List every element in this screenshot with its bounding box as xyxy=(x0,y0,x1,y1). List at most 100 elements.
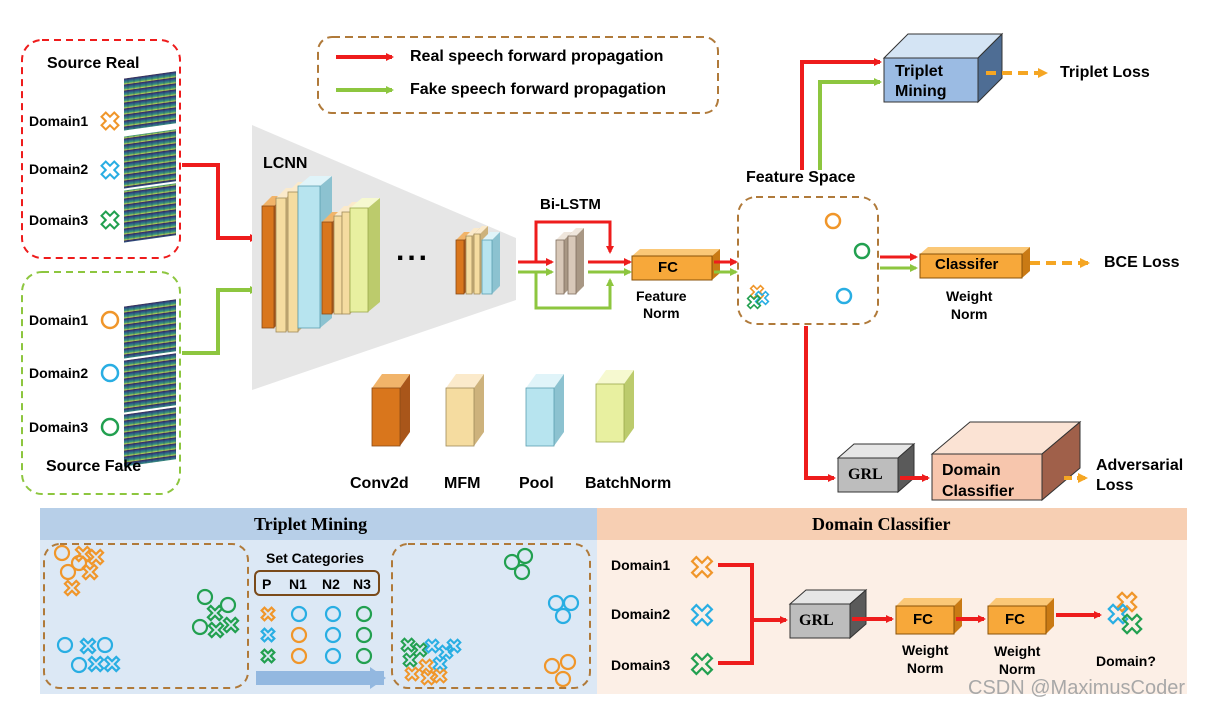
legend-batchnorm-block xyxy=(595,370,634,443)
spectrogram xyxy=(124,353,176,413)
circle-icon-domain2 xyxy=(100,363,120,383)
legend-conv2d-block xyxy=(371,374,410,447)
after-orange-circles xyxy=(543,653,577,688)
legend-fake-label: Fake speech forward propagation xyxy=(410,81,667,98)
legend-batchnorm-label: BatchNorm xyxy=(585,475,672,492)
after-cross-cluster xyxy=(400,637,462,686)
set-categories-grid xyxy=(260,605,373,665)
classifier-block xyxy=(919,247,1030,279)
triplet-loss-label: Triplet Loss xyxy=(1060,64,1150,81)
grl-label-top: GRL xyxy=(848,466,883,483)
dc-domain2-label: Domain2 xyxy=(611,606,671,622)
fake-to-triplet xyxy=(818,78,882,170)
spectrogram xyxy=(124,183,176,243)
lcnn-label: LCNN xyxy=(263,155,308,172)
source-real-domain2: Domain2 xyxy=(29,161,89,177)
feature-space-box xyxy=(737,196,879,325)
real-input-arrow xyxy=(182,163,258,242)
dc-cross-domain2 xyxy=(690,603,714,627)
before-blue-cluster xyxy=(56,636,121,674)
dc-grl-block xyxy=(788,588,868,640)
fake-input-arrow xyxy=(182,286,258,355)
spectrogram xyxy=(124,71,176,131)
source-fake-title: Source Fake xyxy=(46,458,142,475)
legend-mfm-label: MFM xyxy=(444,475,481,492)
fs-cross-cluster xyxy=(746,284,770,310)
dc-domain3-label: Domain3 xyxy=(611,657,671,673)
fs-circle-domain2 xyxy=(835,287,853,305)
adversarial-loss-label: Adversarial Loss xyxy=(1096,457,1184,494)
cross-icon-domain2 xyxy=(100,160,120,180)
fc-label: FC xyxy=(658,259,678,276)
source-fake-box xyxy=(21,271,181,495)
set-col-n1: N1 xyxy=(289,576,307,592)
real-to-triplet xyxy=(800,58,882,170)
legend-conv2d-label: Conv2d xyxy=(350,475,409,492)
dc-output-crosses xyxy=(1107,591,1143,635)
legend-pool-label: Pool xyxy=(519,475,554,492)
feature-space-label: Feature Space xyxy=(746,169,856,186)
dc-weight-norm1-label: Weight Norm xyxy=(902,642,949,676)
cross-icon-domain1 xyxy=(100,111,120,131)
bilstm-block xyxy=(555,228,584,295)
triplet-mining-box-label: Triplet Mining xyxy=(895,63,947,100)
dc-domain1-label: Domain1 xyxy=(611,557,671,573)
fs-circle-domain3 xyxy=(853,242,871,260)
lcnn-block-group-1 xyxy=(261,176,332,333)
dc-fc2-label: FC xyxy=(1005,611,1025,628)
domain-panel-header xyxy=(597,508,1187,540)
dc-fc1-block xyxy=(895,598,962,635)
before-orange-cluster xyxy=(53,544,105,597)
dc-output-label: Domain? xyxy=(1096,653,1156,669)
triplet-after-box xyxy=(391,543,591,689)
source-real-domain3: Domain3 xyxy=(29,212,89,228)
after-green-circles xyxy=(503,547,534,581)
fake-bilstm-bypass xyxy=(518,270,614,310)
real-bilstm-bypass xyxy=(518,220,614,264)
legend-real-label: Real speech forward propagation xyxy=(410,48,664,65)
real-to-grl xyxy=(804,326,836,482)
bilstm-label: Bi-LSTM xyxy=(540,196,601,213)
triplet-mining-cube xyxy=(882,32,1004,104)
triplet-panel-title: Triplet Mining xyxy=(254,514,368,534)
legend-pool-block xyxy=(525,374,564,447)
set-col-p: P xyxy=(262,576,272,592)
domain-panel-title: Domain Classifier xyxy=(812,514,951,534)
classifier-label: Classifer xyxy=(935,256,999,273)
dc-cross-domain1 xyxy=(690,555,714,579)
circle-icon-domain3 xyxy=(100,417,120,437)
circle-icon-domain1 xyxy=(100,310,120,330)
legend-mfm-block xyxy=(445,374,484,447)
watermark: CSDN @MaximusCoder xyxy=(968,677,1186,699)
bce-loss-label: BCE Loss xyxy=(1104,254,1180,271)
fake-spectrograms xyxy=(124,299,176,467)
source-fake-domain3: Domain3 xyxy=(29,419,89,435)
source-fake-domain2: Domain2 xyxy=(29,365,89,381)
spectrogram xyxy=(124,129,176,189)
dc-weight-norm2-label: Weight Norm xyxy=(994,643,1041,677)
triplet-before-box xyxy=(43,543,249,689)
weight-norm-label: Weight Norm xyxy=(946,288,993,322)
triplet-panel-header xyxy=(40,508,597,540)
set-categories-header-box xyxy=(254,570,380,596)
dc-fc2-block xyxy=(987,598,1054,635)
dc-fc1-label: FC xyxy=(913,611,933,628)
real-spectrograms xyxy=(124,71,176,243)
domain-classifier-box-label: Domain Classifier xyxy=(942,462,1015,500)
source-fake-domain1: Domain1 xyxy=(29,312,89,328)
dc-grl-label: GRL xyxy=(799,612,834,629)
set-col-n3: N3 xyxy=(353,576,371,592)
dc-merge-lines xyxy=(718,563,754,665)
cross-icon-domain3 xyxy=(100,210,120,230)
fs-circle-domain1 xyxy=(824,212,842,230)
set-categories-label: Set Categories xyxy=(266,550,365,566)
spectrogram xyxy=(124,299,176,359)
spectrogram xyxy=(124,407,176,467)
source-real-title: Source Real xyxy=(47,55,140,72)
after-blue-circles xyxy=(547,594,580,625)
ellipsis: ... xyxy=(396,234,431,267)
dc-cross-domain3 xyxy=(690,652,714,676)
before-green-cluster xyxy=(191,588,240,639)
set-col-n2: N2 xyxy=(322,576,340,592)
